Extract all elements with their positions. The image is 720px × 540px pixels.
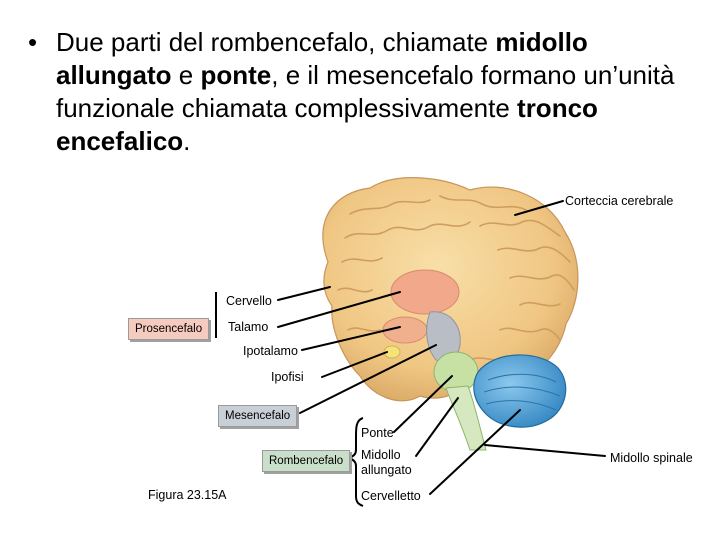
cerebellum-folia — [483, 373, 561, 411]
cerebellum — [473, 354, 567, 428]
leader-lines — [277, 200, 606, 495]
label-ipotalamo: Ipotalamo — [243, 344, 298, 358]
label-cervello: Cervello — [226, 294, 272, 308]
bullet-text: Due parti del rombencefalo, chiamate mid… — [56, 26, 708, 158]
label-corteccia-cerebrale: Corteccia cerebrale — [565, 194, 674, 208]
label-midollo-allungato: Midollo allungato — [361, 448, 412, 477]
thalamus — [390, 269, 460, 315]
pituitary — [383, 345, 401, 359]
bullet-text-bold-run: tronco encefalico — [56, 93, 598, 156]
slide-bullet: • Due parti del rombencefalo, chiamate m… — [28, 26, 708, 158]
bullet-dot: • — [28, 27, 38, 57]
bullet-text-run: . — [183, 126, 191, 156]
label-midollo-spinale: Midollo spinale — [610, 451, 693, 465]
bullet-text-bold-run: midollo allungato — [56, 27, 588, 90]
group-rombencefalo: Rombencefalo — [262, 450, 351, 472]
bullet-text-run: e — [171, 60, 201, 90]
cortex-gyri — [337, 195, 575, 361]
label-ponte: Ponte — [361, 426, 394, 440]
group-prosencefalo: Prosencefalo — [128, 318, 210, 340]
figure-caption: Figura 23.15A — [148, 488, 227, 502]
bullet-text-bold-run: ponte — [200, 60, 272, 90]
bullet-text-run: , e il mesencefalo formano un’unità funz… — [56, 60, 675, 123]
label-ipofisi: Ipofisi — [271, 370, 304, 384]
bullet-text-run: Due parti del rombencefalo, chiamate — [56, 27, 496, 57]
group-mesencefalo: Mesencefalo — [218, 405, 298, 427]
label-talamo: Talamo — [228, 320, 269, 334]
label-cervelletto: Cervelletto — [361, 489, 421, 503]
